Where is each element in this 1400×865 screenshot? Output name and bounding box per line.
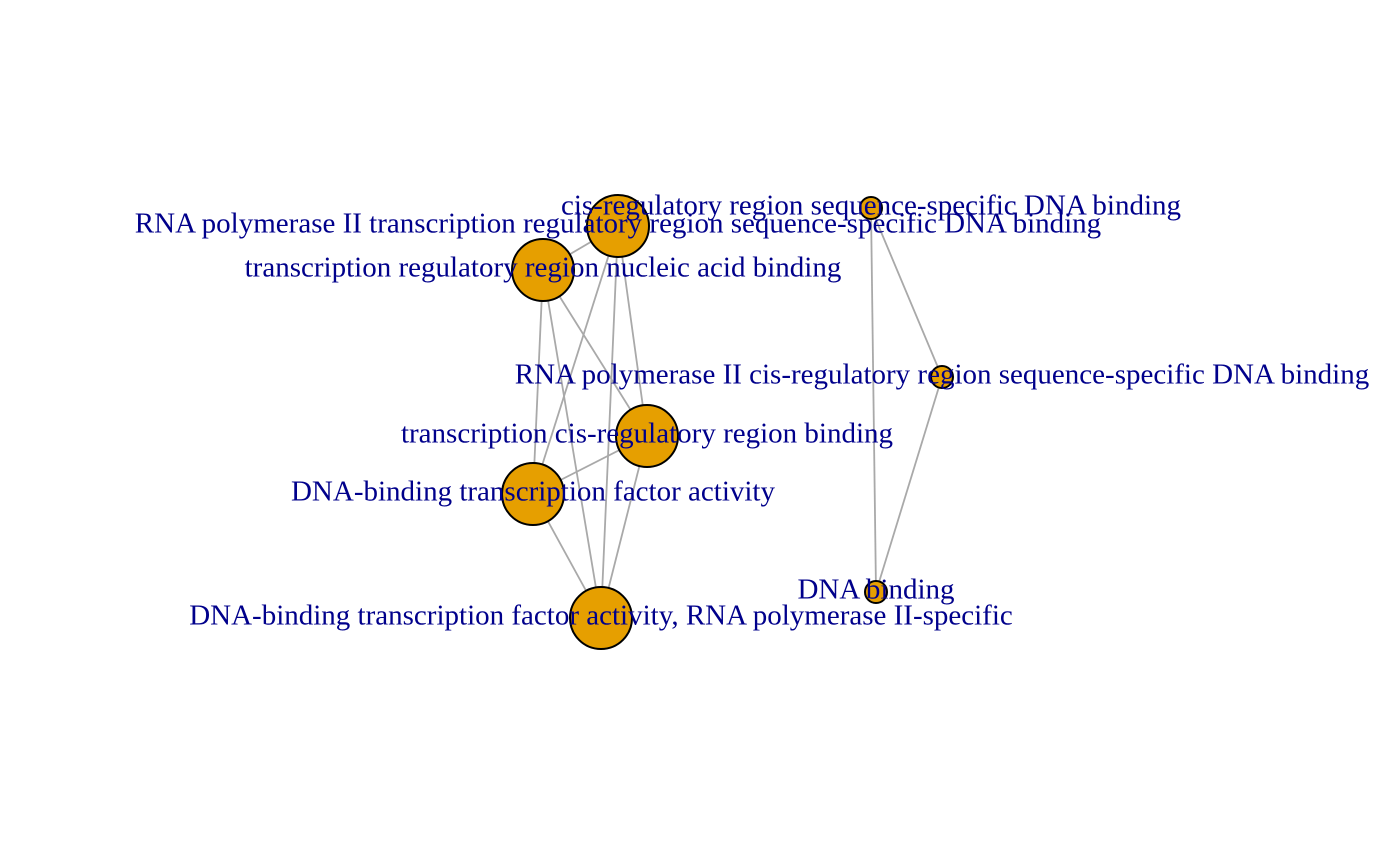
edge-trr_nab-dbtfa_pol2 xyxy=(542,269,602,619)
edge-trr_nab-dbtfa xyxy=(532,269,544,495)
edge-rna_pol2_trr-tcrrb xyxy=(617,225,648,437)
edge-crrssdb-dna_binding xyxy=(870,207,877,593)
node-dbtfa_pol2 xyxy=(569,586,633,650)
node-trr_nab xyxy=(511,238,575,302)
node-label-tcrrb: transcription cis-regulatory region bind… xyxy=(401,418,893,450)
node-label-crrssdb: cis-regulatory region sequence-specific … xyxy=(561,190,1181,222)
node-dna_binding xyxy=(864,580,888,604)
node-crrssdb xyxy=(859,196,883,220)
node-label-trr_nab: transcription regulatory region nucleic … xyxy=(245,252,842,284)
edge-crrssdb-rna_pol2_crr xyxy=(870,207,943,378)
edge-layer xyxy=(532,207,943,619)
node-label-dbtfa_pol2: DNA-binding transcription factor activit… xyxy=(189,600,1013,632)
node-tcrrb xyxy=(615,404,679,468)
label-layer: RNA polymerase II transcription regulato… xyxy=(135,190,1369,632)
edge-trr_nab-tcrrb xyxy=(542,269,648,437)
node-label-dna_binding: DNA binding xyxy=(797,574,954,606)
node-layer xyxy=(501,194,954,650)
node-label-dbtfa: DNA-binding transcription factor activit… xyxy=(291,476,776,508)
node-rna_pol2_trr xyxy=(586,194,650,258)
edge-rna_pol2_crr-dna_binding xyxy=(875,376,943,593)
node-rna_pol2_crr xyxy=(930,365,954,389)
node-dbtfa xyxy=(501,462,565,526)
node-label-rna_pol2_trr: RNA polymerase II transcription regulato… xyxy=(135,208,1101,240)
edge-rna_pol2_trr-dbtfa_pol2 xyxy=(600,225,619,619)
node-label-rna_pol2_crr: RNA polymerase II cis-regulatory region … xyxy=(515,359,1369,391)
edge-rna_pol2_trr-dbtfa xyxy=(532,225,619,495)
